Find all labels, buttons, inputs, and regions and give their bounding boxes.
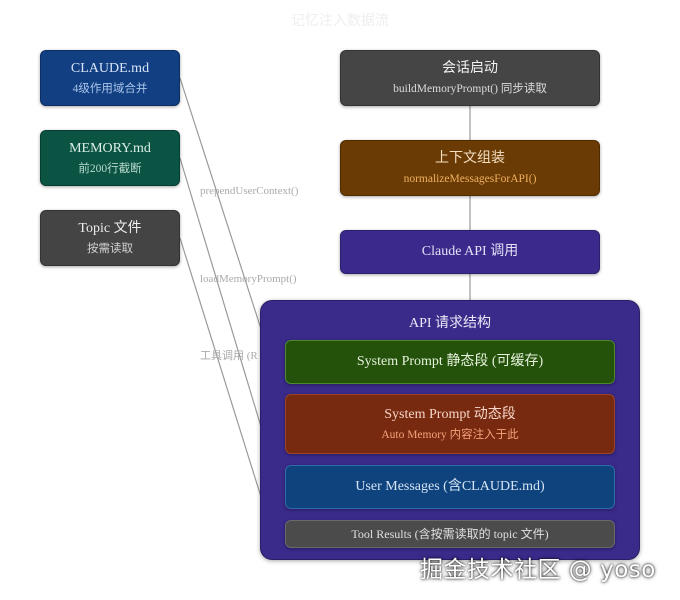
connector-label-tool-call: 工具调用 (R — [200, 349, 258, 362]
source-memory-md-subtitle: 前200行截断 — [78, 162, 142, 175]
step-claude-api-call: Claude API 调用 — [340, 230, 600, 274]
segment-system-prompt-dynamic: System Prompt 动态段 Auto Memory 内容注入于此 — [285, 394, 615, 454]
segment-system-prompt-dynamic-subtitle: Auto Memory 内容注入于此 — [381, 428, 519, 441]
segment-system-prompt-static-title: System Prompt 静态段 (可缓存) — [356, 354, 544, 369]
step-session-start-subtitle: buildMemoryPrompt() 同步读取 — [393, 82, 547, 95]
segment-user-messages: User Messages (含CLAUDE.md) — [285, 465, 615, 509]
step-session-start-title: 会话启动 — [442, 60, 498, 76]
connector-claude-md — [179, 77, 263, 333]
source-claude-md-subtitle: 4级作用域合并 — [72, 82, 148, 95]
source-memory-md: MEMORY.md 前200行截断 — [40, 130, 180, 186]
step-session-start: 会话启动 buildMemoryPrompt() 同步读取 — [340, 50, 600, 106]
api-request-structure-title: API 请求结构 — [408, 316, 492, 331]
step-claude-api-call-title: Claude API 调用 — [421, 244, 519, 259]
watermark: 掘金技术社区 @ yoso — [420, 557, 656, 583]
segment-tool-results-title: Tool Results (含按需读取的 topic 文件) — [351, 527, 549, 541]
source-memory-md-title: MEMORY.md — [69, 140, 151, 156]
connector-topic-file — [179, 237, 263, 501]
connector-label-prepend-user-context: prependUserContext() — [200, 185, 299, 197]
source-claude-md-title: CLAUDE.md — [70, 60, 150, 76]
connector-memory-md — [179, 157, 263, 431]
segment-user-messages-title: User Messages (含CLAUDE.md) — [355, 479, 545, 494]
segment-system-prompt-static: System Prompt 静态段 (可缓存) — [285, 340, 615, 384]
step-context-assembly-title: 上下文组装 — [435, 150, 505, 166]
connector-label-load-memory-prompt: loadMemoryPrompt() — [200, 273, 297, 285]
source-claude-md: CLAUDE.md 4级作用域合并 — [40, 50, 180, 106]
step-context-assembly: 上下文组装 normalizeMessagesForAPI() — [340, 140, 600, 196]
source-topic-file: Topic 文件 按需读取 — [40, 210, 180, 266]
step-context-assembly-subtitle: normalizeMessagesForAPI() — [403, 172, 537, 185]
segment-system-prompt-dynamic-title: System Prompt 动态段 — [384, 406, 516, 422]
source-topic-file-subtitle: 按需读取 — [87, 242, 133, 255]
diagram-title: 记忆注入数据流 — [291, 14, 389, 29]
source-topic-file-title: Topic 文件 — [78, 220, 142, 236]
segment-tool-results: Tool Results (含按需读取的 topic 文件) — [285, 520, 615, 548]
